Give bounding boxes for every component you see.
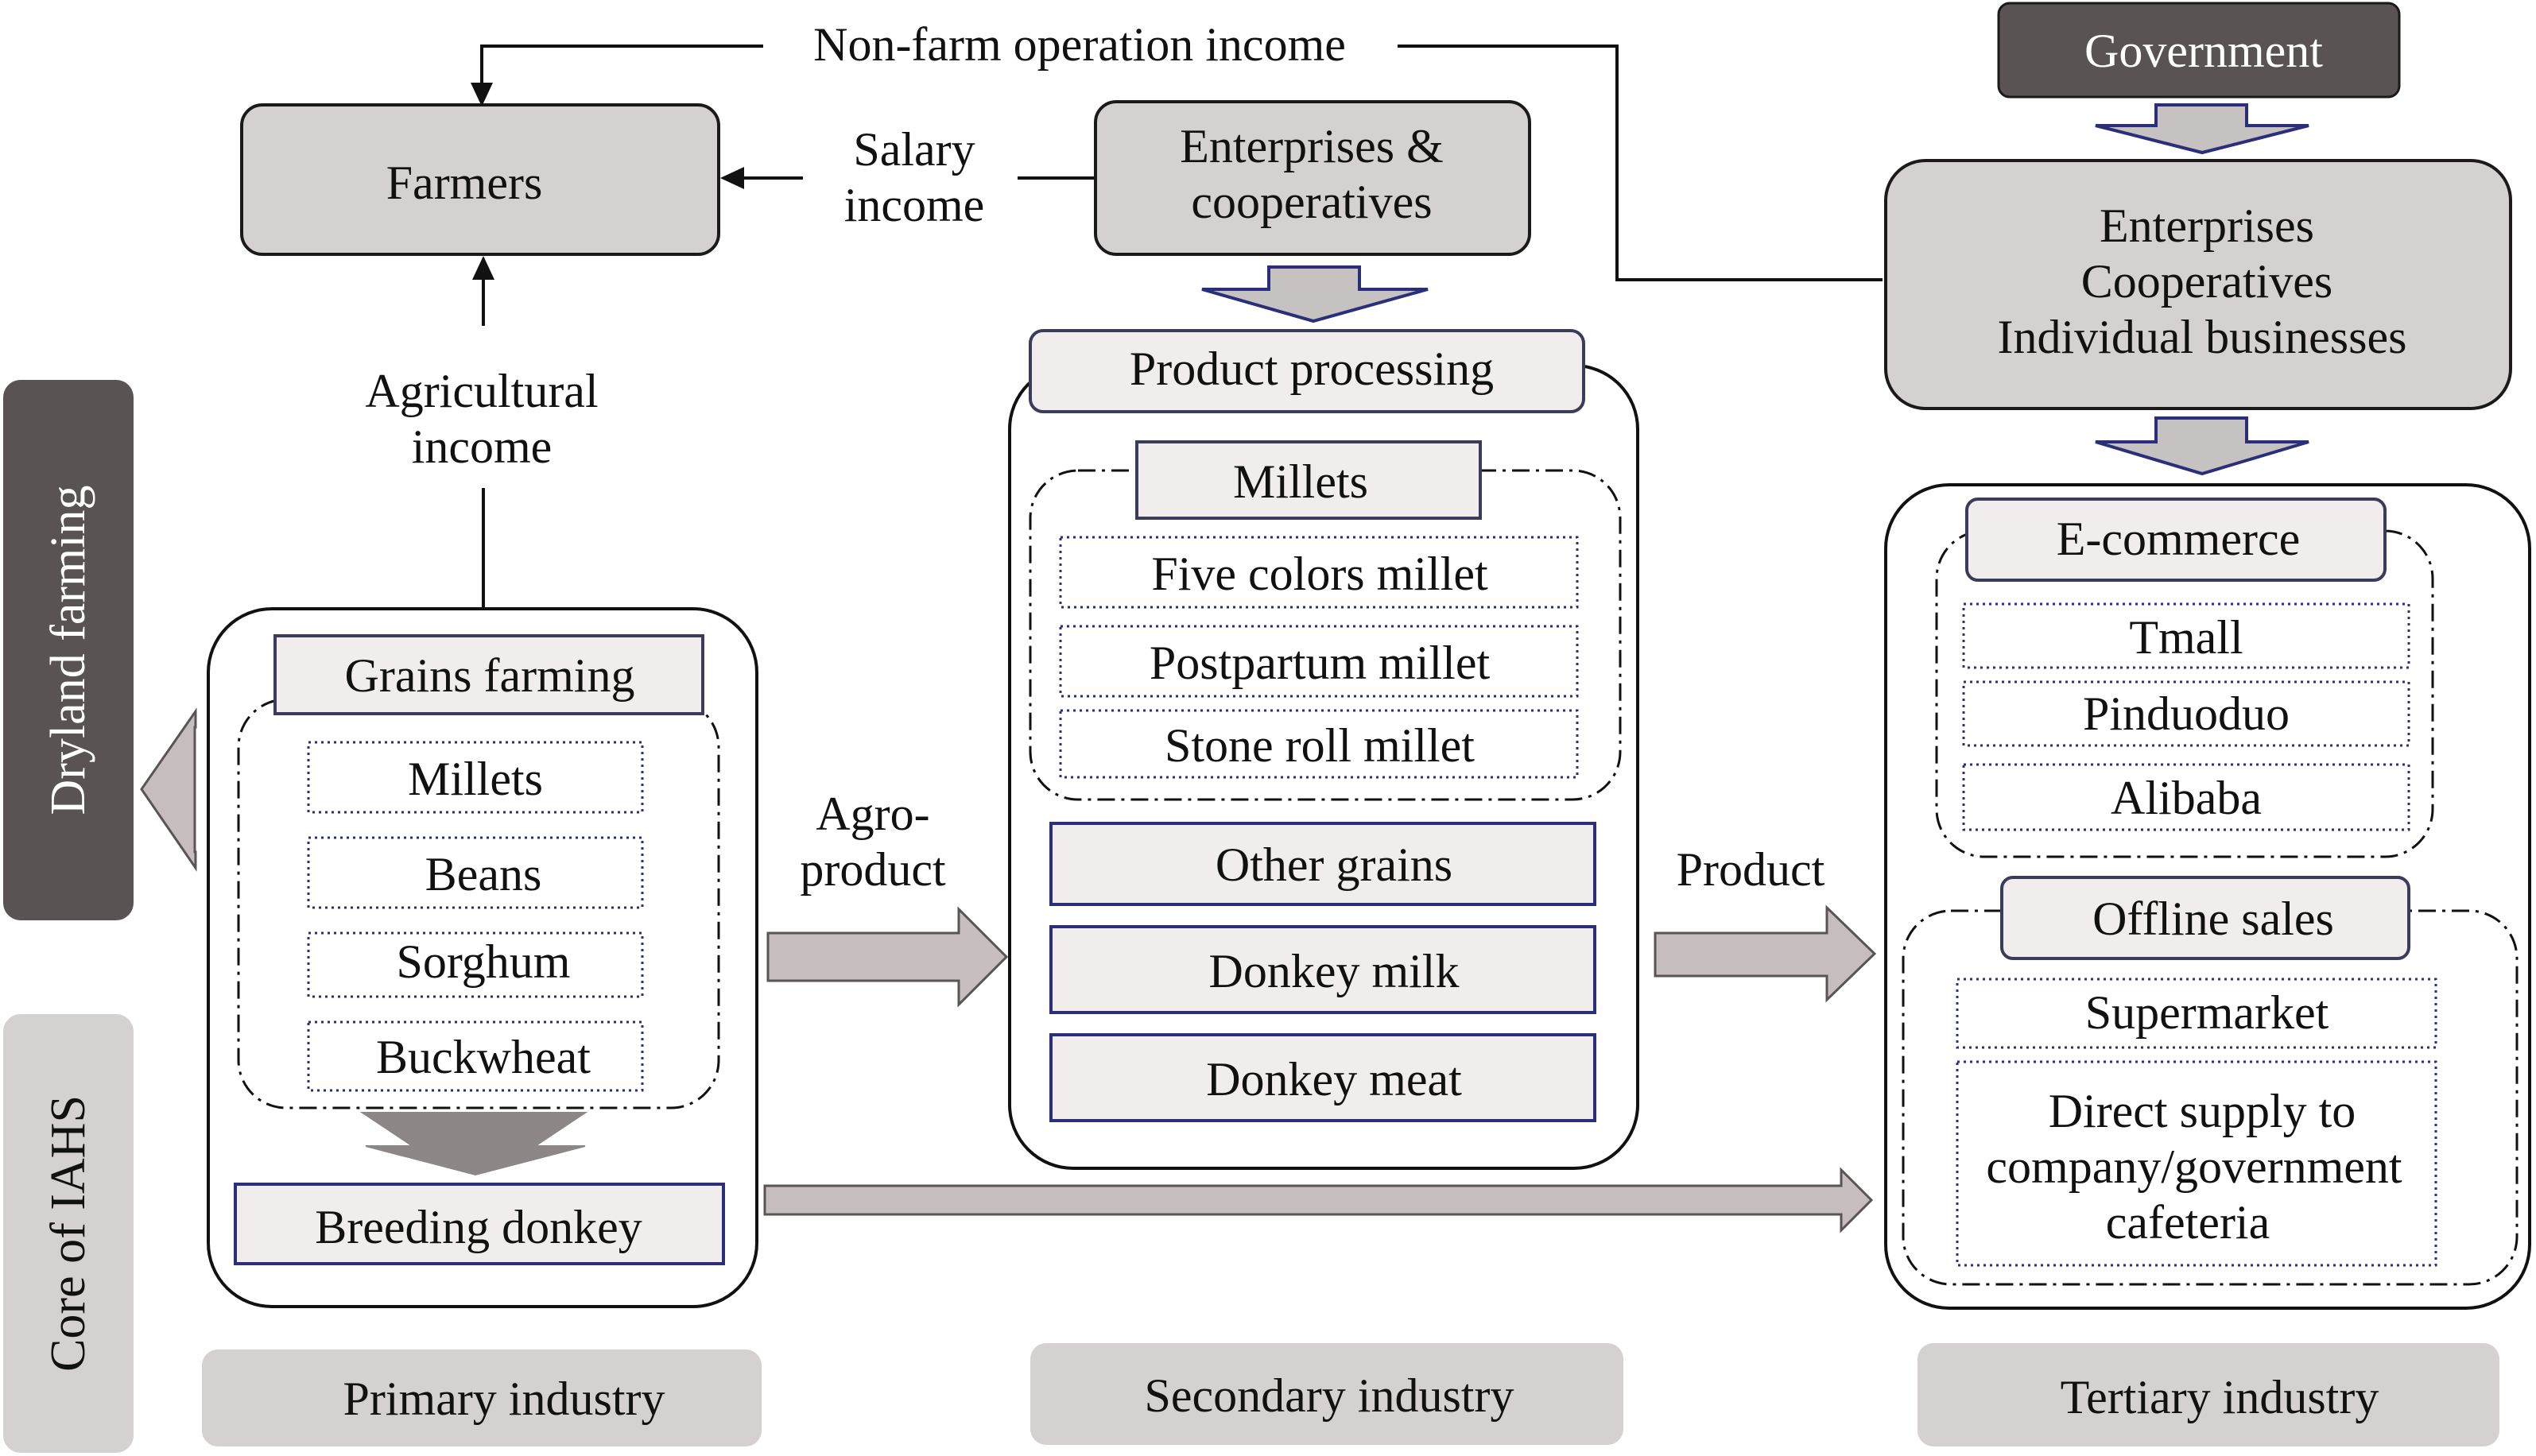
direct-supply-label: Direct supply to	[2049, 1085, 2356, 1137]
farmers-label: Farmers	[386, 157, 543, 209]
donkey-to-tertiary-arrow	[763, 1167, 1874, 1233]
agro-label-2: product	[800, 843, 946, 896]
ecommerce-header-label: E-commerce	[2057, 513, 2300, 565]
ecommerce-item-label: Alibaba	[2111, 772, 2262, 824]
offline-item	[1956, 978, 2437, 1049]
offline-header	[2000, 876, 2410, 960]
grains-farming-label: Grains farming	[345, 649, 635, 702]
product-processing-header	[1029, 329, 1585, 413]
grain-item-label: Beans	[425, 848, 542, 900]
agricultural-label-2: income	[412, 420, 553, 473]
processing-item-label: Other grains	[1216, 838, 1452, 891]
millet-item-label: Postpartum millet	[1150, 637, 1491, 689]
grain-item-label: Sorghum	[397, 935, 571, 988]
ecommerce-item-label: Pinduoduo	[2083, 687, 2290, 740]
ecommerce-header	[1965, 498, 2387, 582]
breeding-donkey-label: Breeding donkey	[315, 1201, 642, 1253]
processing-item	[1049, 925, 1596, 1014]
grains-to-donkey-arrow	[359, 1112, 588, 1152]
millet-item	[1059, 709, 1579, 779]
side-label-dryland: Dryland farming	[3, 380, 134, 920]
product-flow: Product	[1654, 843, 1877, 1003]
grain-item	[307, 931, 644, 998]
tertiary-container	[1884, 483, 2531, 1310]
agro-label-1: Agro-	[816, 788, 929, 840]
tertiary-actor-label: Enterprises	[2100, 199, 2314, 252]
ecommerce-item-label: Tmall	[2129, 611, 2243, 664]
millet-item-label: Five colors millet	[1151, 548, 1488, 600]
salary-label-2: income	[844, 179, 985, 231]
processing-item	[1049, 822, 1596, 906]
grain-item	[307, 836, 644, 909]
processing-item	[1049, 1033, 1596, 1122]
tertiary-actor-label: Cooperatives	[2081, 255, 2333, 308]
supermarket-label: Supermarket	[2085, 986, 2329, 1039]
tertiary-footer-label: Tertiary industry	[2061, 1371, 2379, 1423]
millets-header	[1135, 440, 1482, 520]
grain-item	[307, 1020, 644, 1092]
primary-footer	[202, 1350, 762, 1446]
side-label-core: Core of IAHS	[3, 1014, 134, 1453]
ecommerce-item	[1962, 763, 2410, 831]
enterprises-cooperatives-box	[1094, 100, 1531, 256]
farmers-box	[240, 103, 720, 256]
enterprises-to-processing-arrow	[1201, 265, 1429, 323]
government-box	[1997, 2, 2401, 99]
direct-supply-label: company/government	[1986, 1140, 2402, 1193]
salary-income-flow: Salary income	[720, 123, 1095, 231]
enterprises-label-1: Enterprises &	[1180, 120, 1444, 172]
offline-item	[1956, 1060, 2437, 1267]
primary-footer-label: Primary industry	[343, 1373, 665, 1425]
agricultural-income-flow: Agricultural income	[365, 256, 599, 607]
processing-item-label: Donkey milk	[1209, 945, 1460, 997]
millet-item-label: Stone roll millet	[1165, 719, 1475, 772]
ecommerce-item	[1962, 680, 2410, 747]
offline-header-label: Offline sales	[2092, 893, 2334, 945]
agro-product-flow: Agro- product	[766, 788, 1009, 1008]
non-farm-income-flow: Non-farm operation income	[471, 18, 1883, 281]
grain-item	[307, 741, 644, 814]
tertiary-footer	[1918, 1343, 2499, 1446]
millets-header-label: Millets	[1233, 455, 1368, 508]
product-label: Product	[1677, 843, 1825, 896]
core-label: Core of IAHS	[41, 1095, 95, 1372]
grain-item-label: Millets	[408, 753, 543, 805]
primary-container	[207, 607, 758, 1308]
enterprises-label-2: cooperatives	[1191, 176, 1432, 228]
processing-item-label: Donkey meat	[1206, 1053, 1462, 1106]
secondary-footer	[1030, 1343, 1623, 1445]
grain-item-label: Buckwheat	[376, 1031, 591, 1083]
ecommerce-item	[1962, 602, 2410, 669]
government-label: Government	[2084, 25, 2323, 77]
dryland-label: Dryland farming	[41, 486, 95, 815]
salary-label-1: Salary	[853, 123, 975, 176]
breeding-donkey-box	[234, 1183, 725, 1265]
agricultural-label-1: Agricultural	[365, 365, 598, 417]
secondary-footer-label: Secondary industry	[1145, 1369, 1514, 1422]
grains-farming-header	[273, 634, 704, 715]
tertiary-actor-label: Individual businesses	[1998, 311, 2407, 363]
non-farm-income-label: Non-farm operation income	[813, 18, 1346, 71]
millet-item	[1059, 625, 1579, 698]
millet-item	[1059, 536, 1579, 609]
direct-supply-label: cafeteria	[2106, 1196, 2270, 1249]
actors-to-sales-arrow	[2095, 416, 2309, 476]
tertiary-actors-box	[1884, 159, 2512, 410]
to-dryland-arrow	[140, 707, 197, 872]
grains-to-donkey-arrowhead	[365, 1145, 586, 1176]
product-processing-label: Product processing	[1130, 343, 1494, 395]
government-to-actors-arrow	[2095, 103, 2309, 155]
